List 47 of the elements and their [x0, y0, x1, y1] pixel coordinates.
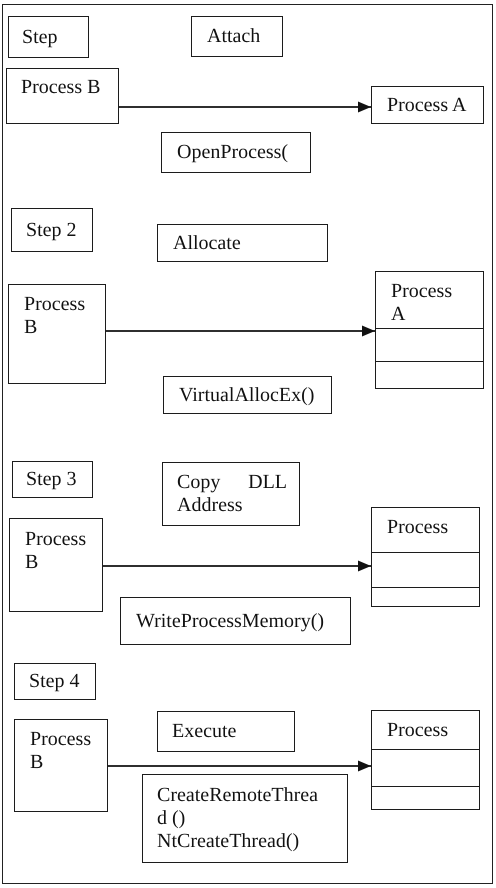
process-label: Process A [387, 94, 466, 116]
inner-compartment [370, 748, 480, 786]
process-label: Process B [21, 76, 100, 99]
inner-compartment [374, 328, 484, 362]
process-box [9, 518, 103, 612]
step-label: Step 3 [26, 468, 77, 491]
arrow [106, 326, 375, 336]
arrow [108, 760, 371, 772]
process-label: Process [387, 516, 450, 539]
function-box [163, 376, 332, 414]
process-box [8, 284, 106, 384]
function-label: VirtualAllocEx() [179, 384, 314, 406]
function-label: OpenProcess( [177, 141, 288, 164]
function-label: CreateRemoteThrea d () NtCreateThread() [157, 784, 320, 853]
action-box [157, 224, 328, 262]
arrow [103, 560, 371, 572]
action-box [191, 16, 283, 57]
action-label: Execute [172, 720, 236, 743]
step-box [11, 208, 93, 252]
step-label: Step 2 [26, 218, 77, 242]
process-box [371, 710, 480, 810]
step-box [8, 16, 89, 58]
step-box [12, 461, 93, 498]
process-label: Process B [25, 528, 88, 574]
action-label: Attach [207, 25, 260, 48]
process-box [14, 719, 108, 812]
arrow [119, 102, 371, 112]
inner-compartment [370, 552, 480, 588]
function-box [120, 597, 351, 645]
function-box [161, 132, 311, 173]
action-box [162, 462, 300, 526]
step-box [14, 663, 96, 700]
process-box [371, 507, 480, 607]
function-box [142, 774, 348, 863]
process-label: Process B [24, 293, 86, 339]
action-box [157, 711, 295, 752]
process-box [6, 68, 119, 124]
process-label: Process B [30, 728, 92, 774]
process-box [371, 86, 484, 124]
action-label: Allocate [173, 232, 241, 254]
action-label: Copy DLL Address [177, 471, 287, 517]
step-label: Step 4 [29, 670, 80, 693]
process-box [375, 271, 484, 389]
process-label: Process A [391, 280, 454, 326]
step-label: Step [22, 26, 58, 48]
process-label: Process [387, 719, 450, 742]
function-label: WriteProcessMemory() [136, 610, 324, 632]
